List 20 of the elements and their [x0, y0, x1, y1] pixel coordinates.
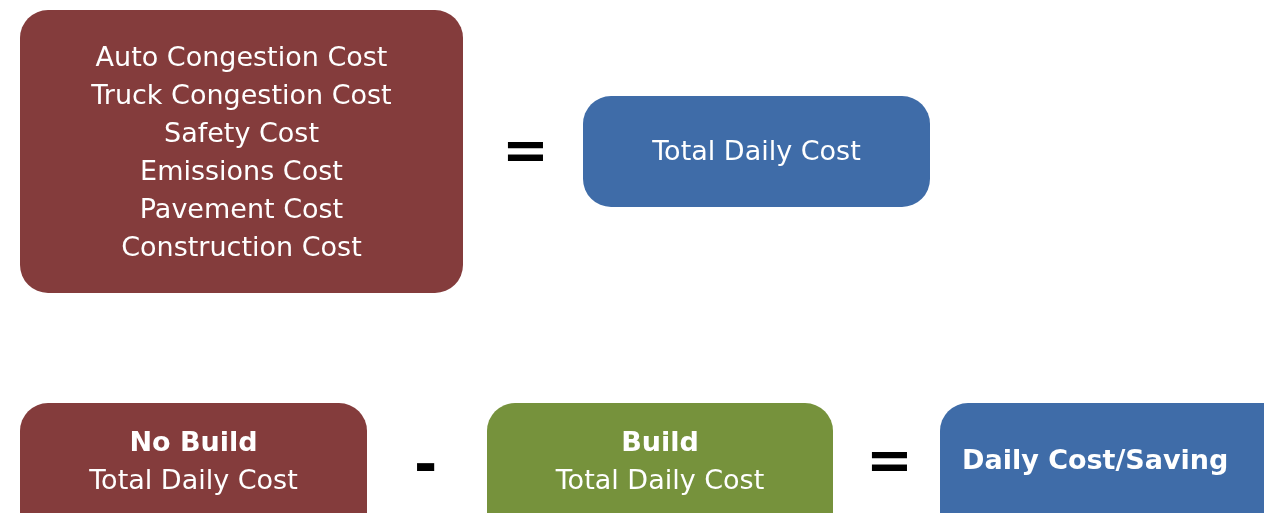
- operator-sign: -: [414, 436, 438, 492]
- box-heading: Daily Cost/Saving: [962, 443, 1229, 477]
- cost-box: [940, 403, 1264, 513]
- cost-box: [583, 96, 930, 207]
- cost-box: [487, 403, 833, 513]
- box-text: Total Daily Cost: [652, 134, 861, 168]
- box-heading: No Build: [129, 425, 258, 459]
- cost-box: [20, 10, 463, 293]
- box-text: Safety Cost: [164, 116, 319, 150]
- box-text: Auto Congestion Cost: [95, 40, 388, 74]
- cost-box: [20, 403, 367, 513]
- box-text: Emissions Cost: [140, 154, 343, 188]
- operator-sign: =: [866, 432, 913, 488]
- box-text: Truck Congestion Cost: [91, 78, 392, 112]
- box-text: Total Daily Cost: [89, 463, 298, 497]
- box-text: Construction Cost: [121, 230, 362, 264]
- operator-sign: =: [502, 122, 549, 178]
- box-heading: Build: [621, 425, 699, 459]
- box-text: Pavement Cost: [139, 192, 344, 226]
- box-text: Total Daily Cost: [555, 463, 765, 497]
